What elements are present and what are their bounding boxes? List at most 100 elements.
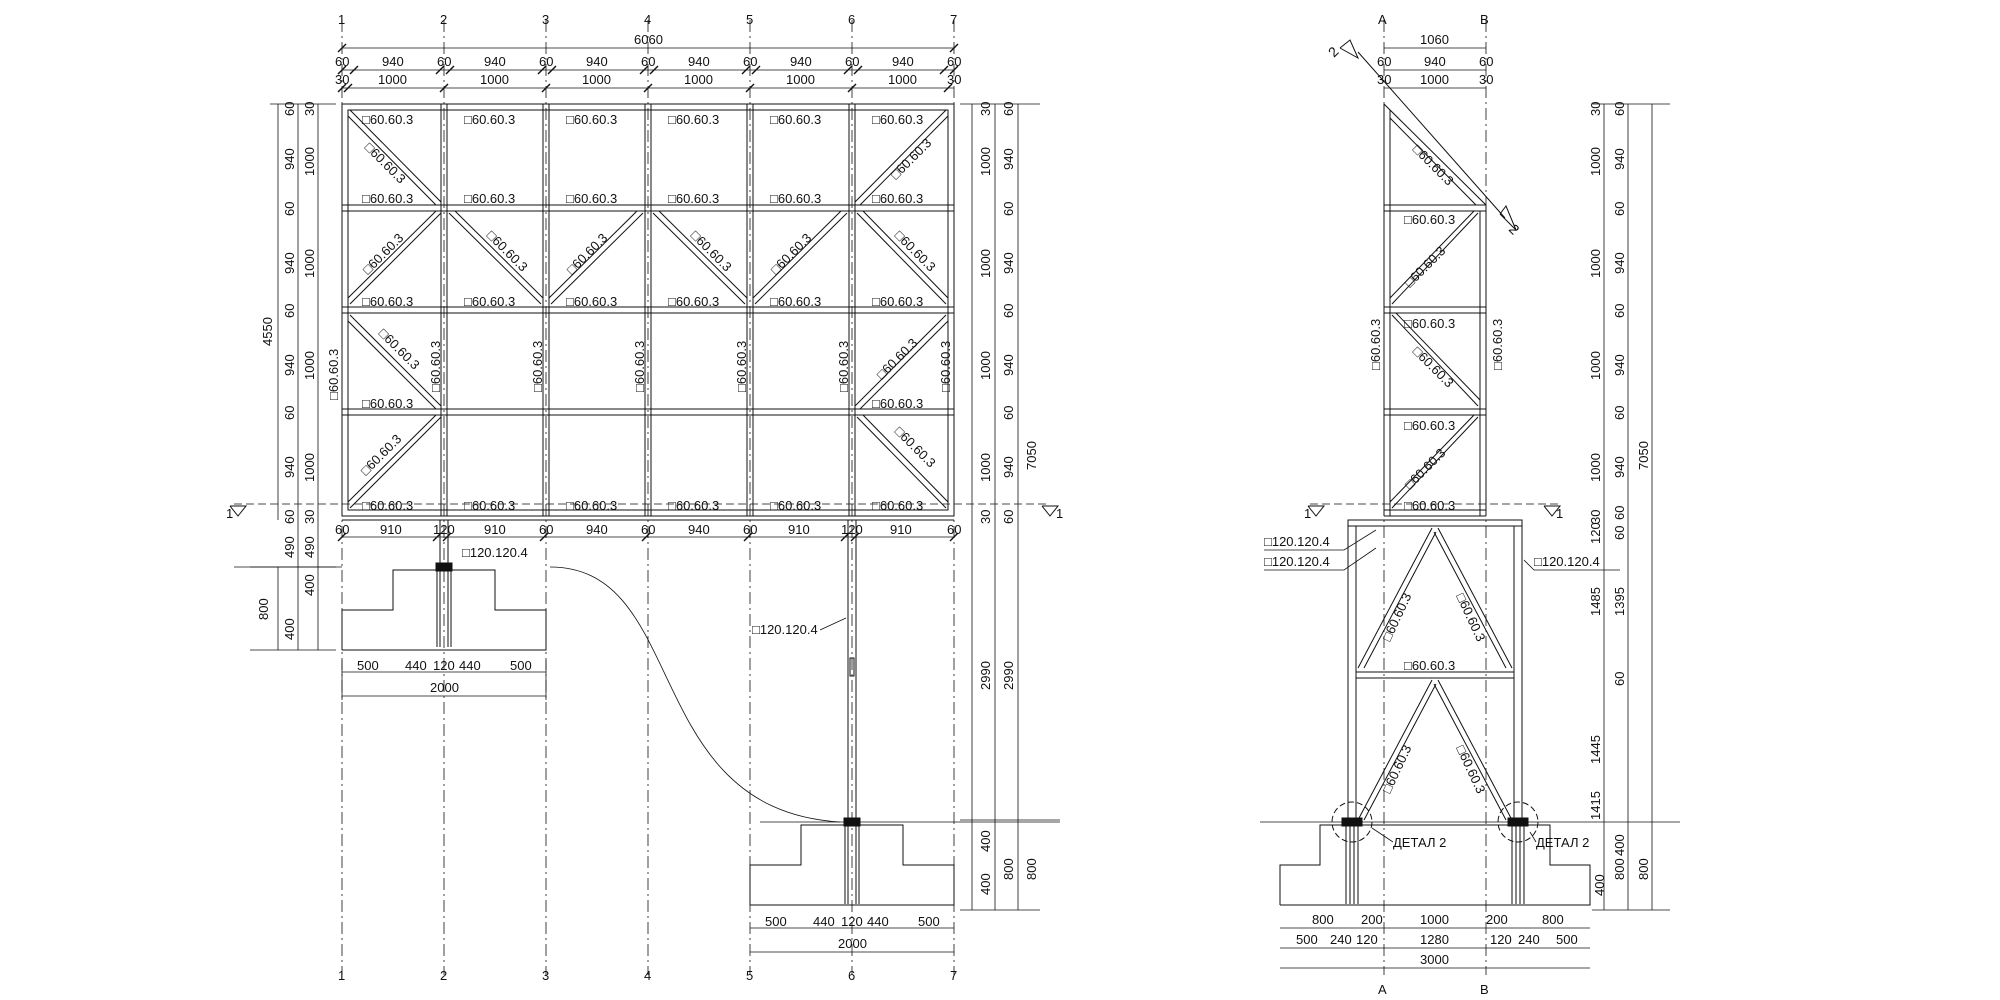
dim-value: 1000	[582, 72, 611, 87]
detail-label: ДЕТАЛ 2	[1536, 835, 1589, 850]
axis-label: A	[1378, 982, 1387, 997]
dim-value: 940	[790, 54, 812, 69]
right-total: 7050	[1636, 441, 1651, 470]
profile-label: □120.120.4	[752, 622, 818, 637]
dim-value: 60	[641, 54, 655, 69]
profile-label: □60.60.3	[1404, 658, 1455, 673]
profile-label: □60.60.3	[688, 228, 735, 275]
front-bottom-dimensions	[337, 532, 959, 542]
side-support-frame	[1347, 519, 1523, 822]
dim-value: 60	[282, 304, 297, 318]
dim-value: 800	[1612, 858, 1627, 880]
dim-value: 120	[841, 522, 863, 537]
dim-value: 60	[1001, 510, 1016, 524]
front-left-post	[435, 520, 453, 647]
dim-value: 440	[813, 914, 835, 929]
dim-value: 940	[1001, 456, 1016, 478]
profile-label: □60.60.3	[770, 191, 821, 206]
dim-value: 490	[282, 536, 297, 558]
dim-value: 60	[335, 54, 349, 69]
profile-label: □60.60.3	[428, 341, 443, 392]
profile-label: □120.120.4	[1264, 534, 1330, 549]
profile-label: □60.60.3	[376, 326, 423, 373]
profile-label: □60.60.3	[892, 228, 939, 275]
axis-label: 2	[440, 12, 447, 27]
axis-label: 4	[644, 968, 651, 983]
dim-value: 1000	[978, 453, 993, 482]
dim-value: 60	[282, 510, 297, 524]
profile-label: □60.60.3	[360, 230, 407, 277]
axis-label: 6	[848, 968, 855, 983]
front-grid-axes	[341, 20, 955, 975]
dim-value: 940	[1001, 148, 1016, 170]
profile-label: □60.60.3	[872, 498, 923, 513]
dim-value: 1000	[1588, 453, 1603, 482]
level-marker-label: 1	[1556, 506, 1563, 521]
dim-value: 60	[282, 102, 297, 116]
dim-value: 490	[302, 536, 317, 558]
dim-value: 1000	[1588, 249, 1603, 278]
detail-label: ДЕТАЛ 2	[1393, 835, 1446, 850]
axis-label: 6	[848, 12, 855, 27]
profile-label: □60.60.3	[874, 335, 921, 382]
dim-value: 400	[282, 618, 297, 640]
dim-value: 940	[1001, 354, 1016, 376]
dim-value: 800	[1024, 858, 1039, 880]
left-total: 4550	[260, 317, 275, 346]
profile-label: □60.60.3	[1402, 243, 1449, 290]
dim-value: 400	[978, 830, 993, 852]
dim-value: 940	[484, 54, 506, 69]
profile-label: □60.60.3	[938, 341, 953, 392]
front-right-footing-dims	[750, 927, 954, 953]
profile-label: □60.60.3	[464, 191, 515, 206]
dim-value: 240	[1518, 932, 1540, 947]
section-marker-label: 2	[1506, 221, 1523, 238]
dim-value: 940	[1612, 456, 1627, 478]
dim-value: 60	[1001, 406, 1016, 420]
level-marker-icon	[229, 505, 1060, 517]
dim-value: 1415	[1588, 791, 1603, 820]
dim-value: 30	[1588, 102, 1603, 116]
dim-value: 60	[1612, 102, 1627, 116]
dim-value: 940	[1612, 252, 1627, 274]
dim-value: 30	[978, 510, 993, 524]
front-top-dimensions	[337, 43, 959, 93]
right-total: 7050	[1024, 441, 1039, 470]
profile-label: □60.60.3	[1379, 590, 1414, 643]
profile-label: □60.60.3	[566, 294, 617, 309]
profile-label: □60.60.3	[362, 294, 413, 309]
dim-value: 940	[1424, 54, 1446, 69]
dim-value: 1000	[888, 72, 917, 87]
axis-label: 4	[644, 12, 651, 27]
dim-value: 800	[1636, 858, 1651, 880]
dim-value: 60	[1001, 102, 1016, 116]
axis-label: 1	[338, 968, 345, 983]
dim-value: 940	[282, 354, 297, 376]
dim-value: 440	[867, 914, 889, 929]
side-truss	[1383, 103, 1487, 517]
dim-value: 60	[1612, 672, 1627, 686]
dim-value: 200	[1361, 912, 1383, 927]
dim-value: 940	[282, 148, 297, 170]
dim-value: 1000	[978, 147, 993, 176]
level-marker-label: 1	[1304, 506, 1311, 521]
profile-label: □60.60.3	[358, 431, 405, 478]
profile-label: □60.60.3	[770, 498, 821, 513]
dim-value: 2000	[838, 936, 867, 951]
dim-value: 60	[1612, 304, 1627, 318]
dim-value: 1000	[1420, 912, 1449, 927]
dim-value: 400	[1612, 834, 1627, 856]
axis-label: 7	[950, 968, 957, 983]
profile-label: □60.60.3	[362, 191, 413, 206]
dim-value: 910	[484, 522, 506, 537]
dim-value: 910	[890, 522, 912, 537]
dim-value: 400	[1592, 874, 1607, 896]
dim-value: 60	[1001, 304, 1016, 318]
profile-label: □60.60.3	[564, 230, 611, 277]
front-braces	[347, 109, 949, 509]
axis-label: B	[1480, 982, 1489, 997]
dim-value: 1000	[684, 72, 713, 87]
dim-value: 1395	[1612, 587, 1627, 616]
dim-value: 3000	[1420, 952, 1449, 967]
leader-curve	[549, 566, 841, 823]
